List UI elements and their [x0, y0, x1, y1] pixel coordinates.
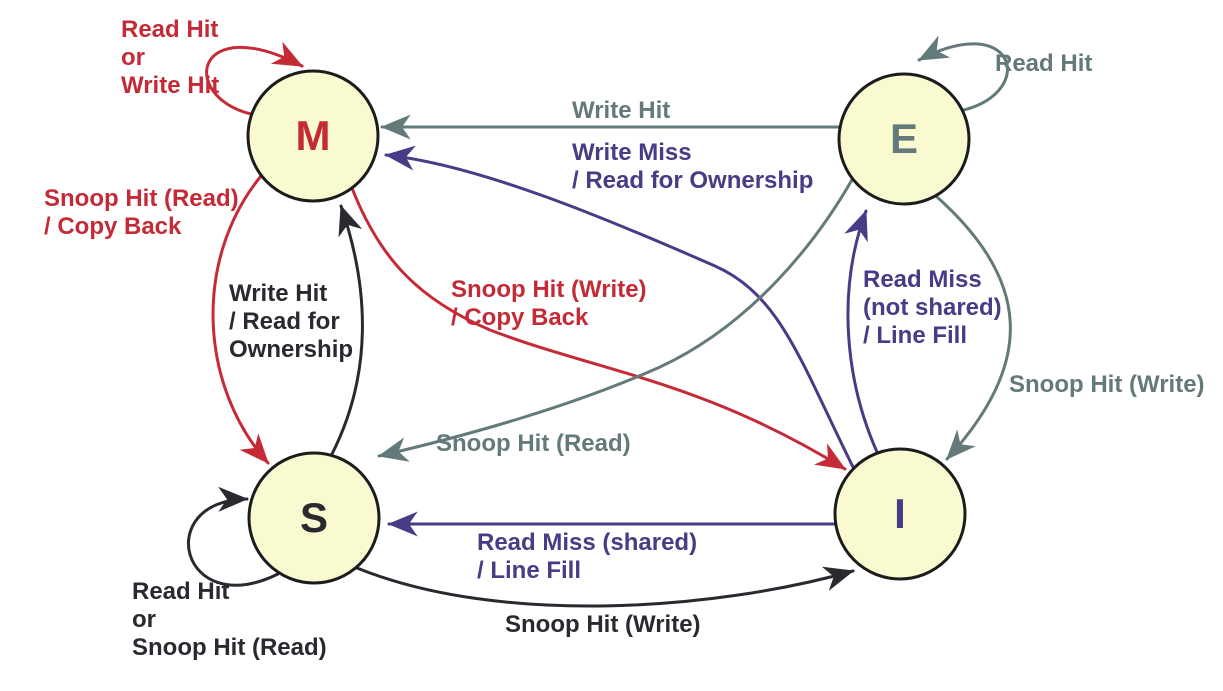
state-i-label: I: [894, 490, 906, 537]
transition-s-to-m-arrow: [330, 204, 364, 456]
transition-m-self-label: Read Hit or Write Hit: [121, 16, 220, 99]
state-i-circle: [833, 447, 967, 581]
transition-e-to-s-label: Snoop Hit (Read): [436, 430, 631, 457]
state-m-label: M: [295, 112, 331, 159]
transition-e-to-s-arrow: [377, 176, 855, 462]
state-e-label: E: [889, 115, 918, 162]
transition-m-to-s-arrow: [211, 174, 270, 465]
transition-i-to-m-arrow: [384, 145, 855, 469]
transition-e-to-i-arrow: [935, 195, 1012, 461]
state-s-circle: [247, 451, 381, 585]
transition-s-to-i-label: Snoop Hit (Write): [505, 611, 701, 638]
transition-s-to-i-arrow: [355, 566, 855, 608]
transition-m-to-s-label: Snoop Hit (Read) / Copy Back: [44, 185, 239, 240]
transition-i-to-m-label: Write Miss / Read for Ownership: [572, 139, 814, 194]
transition-s-self-loop-arrow: [186, 486, 280, 587]
transition-m-to-i-arrow: [350, 186, 847, 471]
transition-i-to-e-arrow: [844, 209, 879, 454]
transition-i-to-s-label: Read Miss (shared) / Line Fill: [477, 529, 698, 584]
transition-e-self-loop-arrow: [917, 35, 1009, 112]
transition-m-to-i-label: Snoop Hit (Write) / Copy Back: [451, 276, 647, 331]
transition-e-to-m-label: Write Hit: [572, 97, 671, 124]
transition-e-to-i-label: Snoop Hit (Write): [1009, 371, 1205, 398]
transition-s-to-m-label: Write Hit / Read for Ownership: [229, 280, 354, 363]
transition-e-self-label: Read Hit: [995, 50, 1093, 77]
state-m-circle: [246, 69, 380, 203]
state-e-circle: [837, 72, 971, 206]
transition-m-self-loop-arrow: [205, 41, 304, 116]
transition-s-self-label: Read Hit or Snoop Hit (Read): [132, 578, 327, 661]
state-s-label: S: [299, 494, 328, 541]
transition-i-to-e-label: Read Miss (not shared) / Line Fill: [863, 266, 1002, 349]
